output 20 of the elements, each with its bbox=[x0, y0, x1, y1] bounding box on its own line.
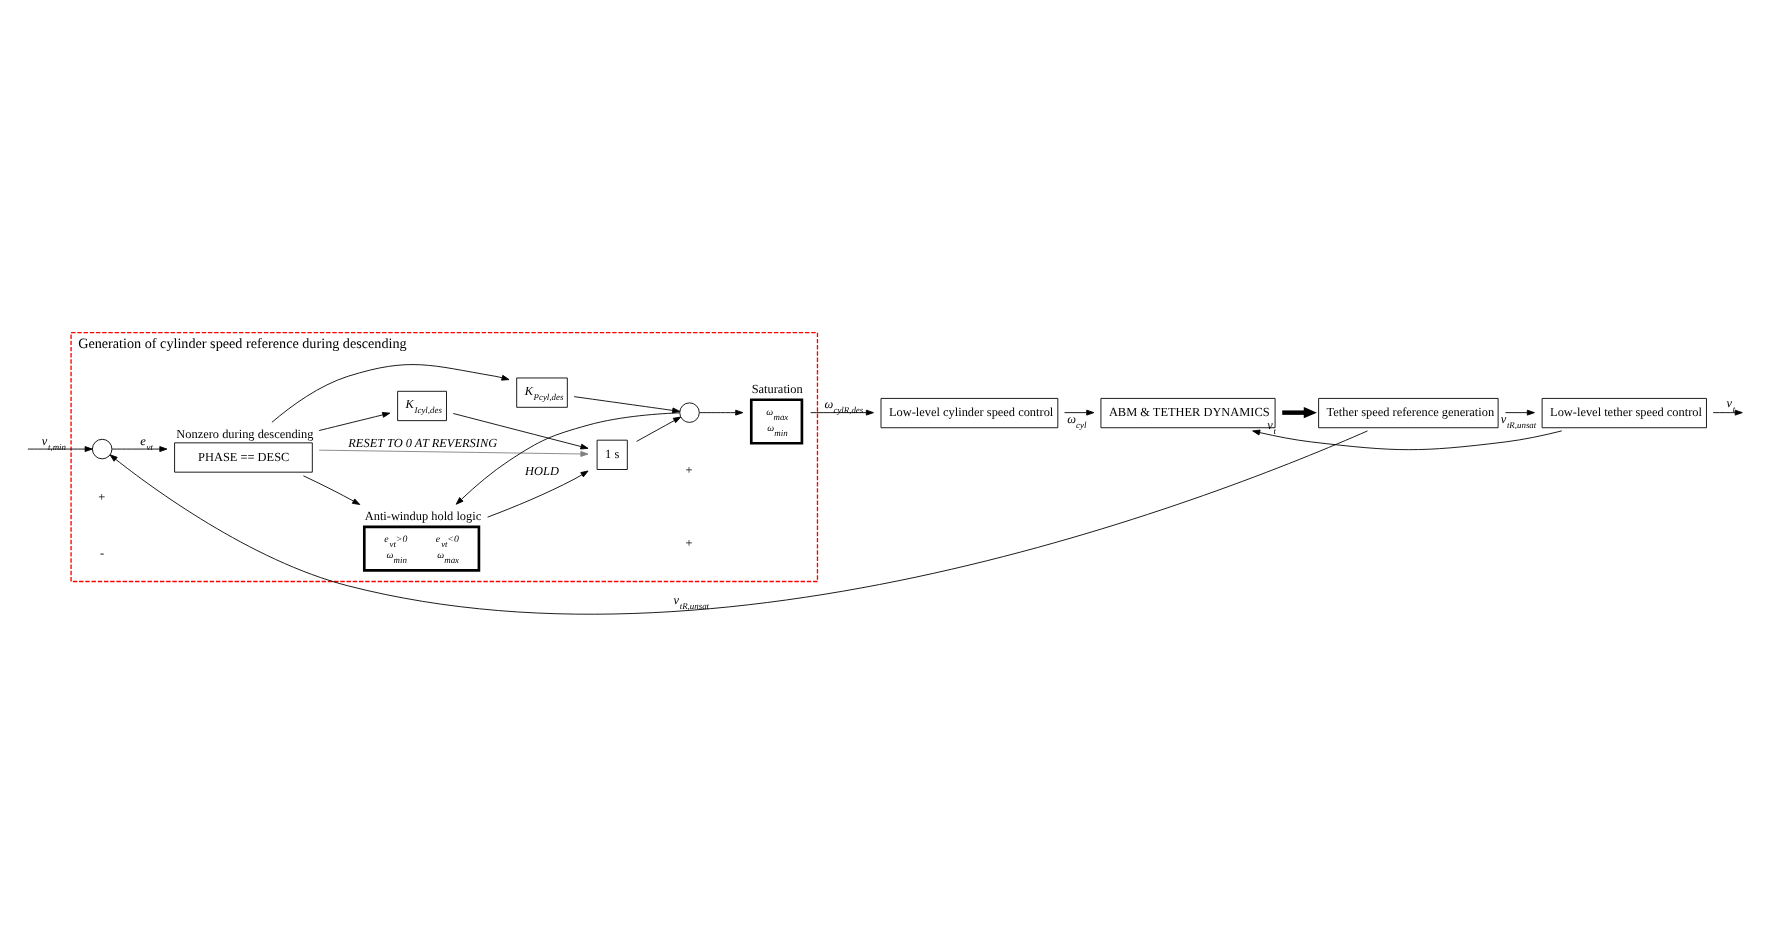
arrow bbox=[487, 470, 589, 518]
arrow bbox=[1505, 409, 1535, 416]
arrow bbox=[1064, 409, 1095, 416]
node-circle bbox=[679, 402, 700, 423]
arrow bbox=[573, 396, 681, 414]
arrow bbox=[302, 475, 361, 505]
arrow bbox=[636, 416, 682, 442]
arrow bbox=[111, 446, 168, 452]
arrow bbox=[109, 430, 1368, 614]
arrow bbox=[27, 446, 93, 452]
arrow bbox=[1712, 409, 1743, 416]
arrow bbox=[1282, 406, 1317, 419]
arrow bbox=[699, 409, 744, 416]
arrow bbox=[318, 449, 589, 457]
arrow bbox=[1252, 429, 1563, 451]
arrow bbox=[318, 412, 391, 431]
node-circle bbox=[91, 438, 113, 460]
arrow bbox=[452, 413, 589, 450]
arrow bbox=[271, 364, 510, 423]
arrow bbox=[455, 412, 681, 505]
